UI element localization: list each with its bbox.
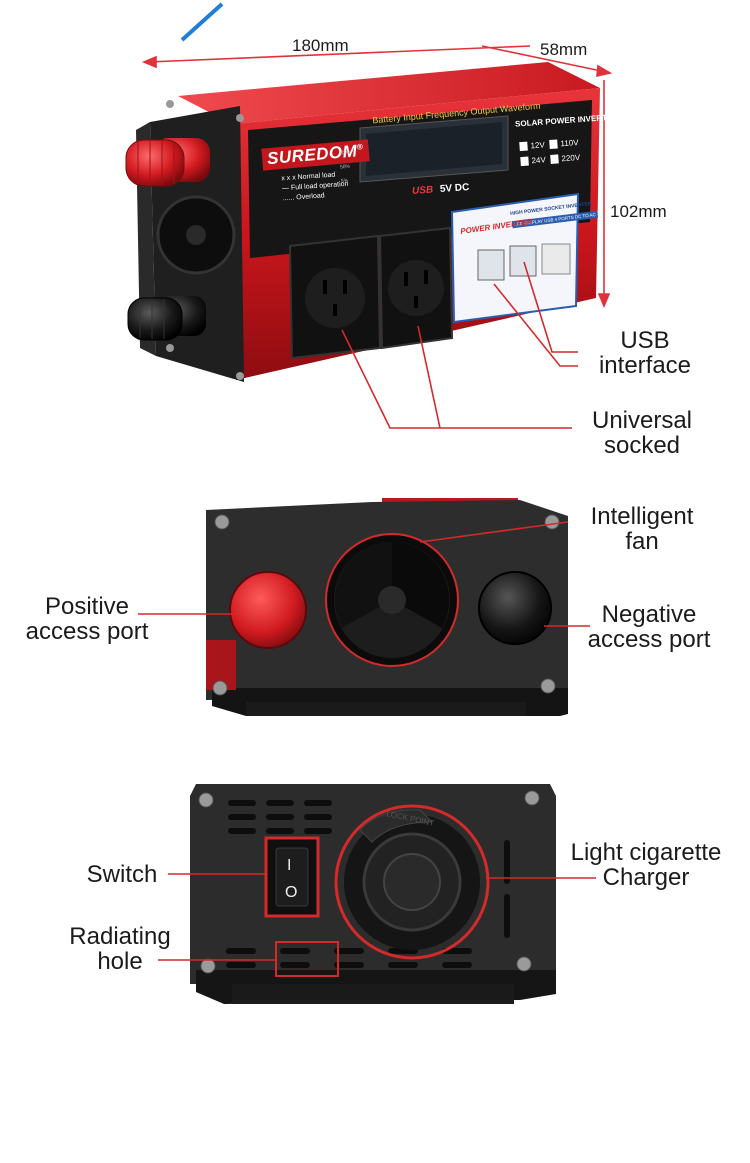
top-callout-lines: [341, 261, 578, 429]
callout-positive-port: Positive access port: [2, 594, 172, 644]
callout-radiating-hole: Radiating hole: [50, 924, 190, 974]
dimension-height: 102mm: [610, 202, 667, 221]
percent-50: 50%: [339, 163, 351, 171]
callout-radiating-line2: hole: [97, 948, 143, 975]
callout-positive-line2: access port: [25, 618, 149, 645]
load-legend: x x x Normal load — Full load operation …: [281, 170, 349, 205]
callout-socket-line1: Universal: [591, 407, 693, 434]
percent-100: 100%: [338, 149, 353, 157]
percent-ticks: 100% 50% 5%: [339, 146, 355, 189]
inverter-top-face: [178, 62, 600, 124]
positive-terminal: [125, 138, 210, 187]
inverter-top-illustration: [125, 2, 613, 429]
usb-voltage: 5V DC: [439, 182, 470, 196]
callout-negative-port: Negative access port: [564, 602, 734, 652]
switch-callout-lines: [158, 873, 596, 961]
callout-intelligent-fan: Intelligent fan: [572, 504, 712, 554]
callout-usb-line2: interface: [598, 352, 692, 379]
callout-switch-line1: Switch: [86, 861, 158, 888]
callout-radiating-line1: Radiating: [69, 923, 171, 950]
inverter-switch-illustration: [158, 784, 596, 1004]
callout-socket-line2: socked: [603, 432, 681, 459]
dimension-lines: [141, 45, 613, 309]
voltage-12v: 12V: [519, 140, 550, 152]
callout-cigarette-charger: Light cigarette Charger: [544, 840, 748, 890]
decor-line: [180, 2, 224, 42]
usb-logo: USB: [411, 184, 434, 197]
negative-terminal-end: [478, 571, 552, 645]
end-callout-lines: [138, 521, 590, 627]
percent-5: 5%: [340, 177, 349, 185]
product-end-view: Intelligent fan Positive access port Neg…: [0, 470, 750, 770]
intelligent-fan: [325, 533, 459, 667]
switch-off-mark: O: [285, 884, 298, 901]
ac-socket-2: [378, 226, 454, 350]
callout-fan-line1: Intelligent: [590, 503, 694, 530]
cigarette-socket: [334, 804, 490, 960]
callout-switch: Switch: [72, 862, 172, 887]
callout-negative-line1: Negative: [601, 601, 697, 628]
voltage-grid: 12V 110V 24V 220V: [519, 137, 581, 167]
switch-on-mark: I: [287, 857, 292, 874]
callout-fan-line2: fan: [625, 528, 659, 555]
callout-usb-line1: USB: [620, 327, 670, 354]
product-top-view: SUREDOM® Battery Input Frequency Output …: [0, 0, 750, 470]
usb-port-1: [477, 249, 505, 281]
callout-cigarette-line2: Charger: [602, 864, 690, 891]
inverter-end-illustration: [138, 498, 590, 716]
negative-terminal: [127, 296, 206, 341]
top-vent-slots: [228, 800, 510, 938]
radiating-hole-highlight: [275, 941, 339, 977]
callout-universal-socket: Universal socked: [572, 408, 712, 458]
usb-port-2: [509, 245, 537, 277]
callout-cigarette-line1: Light cigarette: [570, 839, 722, 866]
callout-positive-line1: Positive: [44, 593, 130, 620]
dimension-width: 58mm: [540, 40, 588, 59]
callout-negative-line2: access port: [587, 626, 711, 653]
product-switch-view: I O LOCK POINT Switch Light cigarette Ch…: [0, 770, 750, 1158]
positive-terminal-end: [229, 571, 307, 649]
callout-usb-interface: USB interface: [580, 328, 710, 378]
voltage-110v: 110V: [549, 137, 580, 150]
ac-socket-1: [288, 234, 382, 360]
dimension-length: 180mm: [292, 36, 349, 55]
power-switch: [264, 836, 320, 918]
